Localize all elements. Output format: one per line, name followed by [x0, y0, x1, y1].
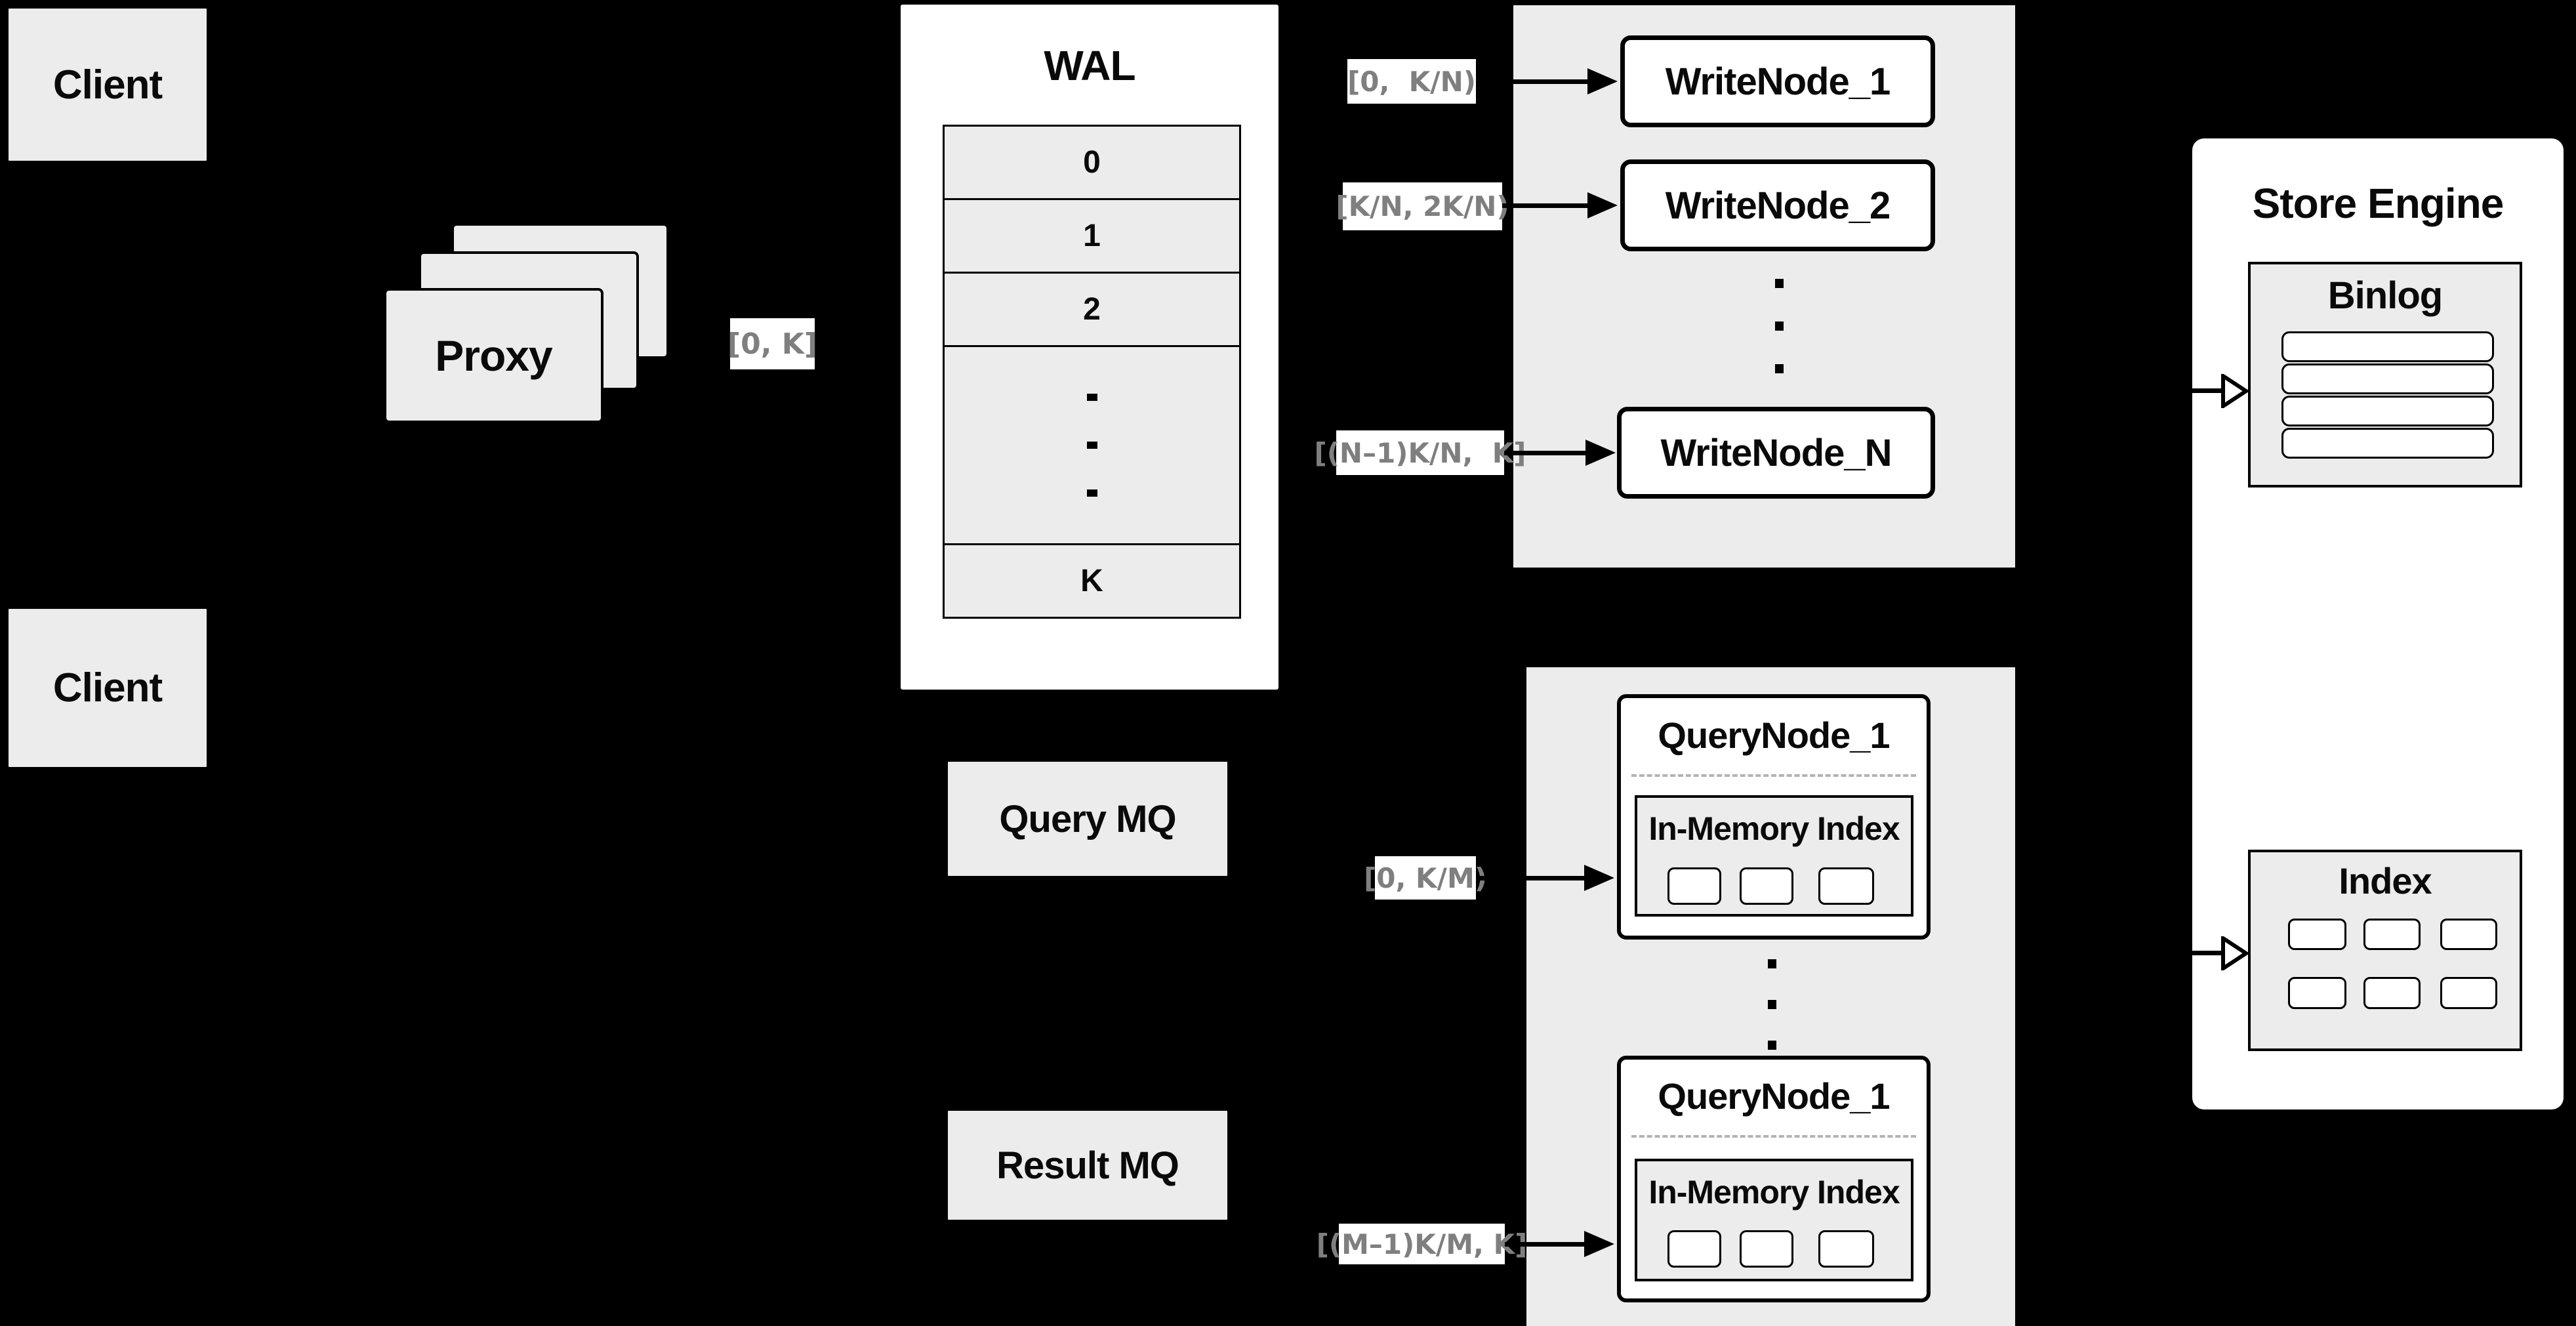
ellipsis-dot [1768, 1041, 1776, 1050]
client-bottom-label: Client [52, 665, 163, 711]
arrowhead-icon [1587, 192, 1618, 218]
wal-segment-table: 0 1 2 K [943, 125, 1241, 619]
proxy-label: Proxy [435, 331, 552, 380]
query-mq-node: Query MQ [946, 760, 1229, 878]
hollow-arrowhead-icon [2221, 374, 2249, 408]
write-range-label-1: [0, K/N) [1347, 59, 1476, 104]
query-node-2-title: QueryNode_1 [1617, 1056, 1931, 1136]
store-engine-title-text: Store Engine [2252, 180, 2504, 227]
wal-segment-row: 1 [943, 198, 1241, 274]
arrowhead-icon [1585, 440, 1616, 466]
result-mq-label: Result MQ [996, 1144, 1179, 1187]
binlog-row [2281, 428, 2494, 459]
wal-ellipsis-row [943, 345, 1241, 545]
index-segment-slot [1740, 867, 1793, 905]
dashed-divider [1631, 1135, 1916, 1138]
index-box [2248, 850, 2522, 1051]
index-title-text: Index [2339, 860, 2432, 901]
index-title: Index [2248, 854, 2522, 907]
write-range-label-n: [(N–1)K/N, K] [1315, 430, 1526, 475]
arrowhead-icon [1587, 68, 1618, 94]
index-slot [2440, 977, 2497, 1009]
write-node-1-label: WriteNode_1 [1665, 60, 1891, 103]
binlog-row [2281, 331, 2494, 362]
arrow-line [1504, 451, 1587, 455]
hollow-arrowhead-icon [2221, 936, 2249, 970]
binlog-title: Binlog [2248, 268, 2522, 323]
arrow-line [1476, 876, 1585, 881]
wal-segment-row: 2 [943, 272, 1241, 347]
write-node-2: WriteNode_2 [1620, 159, 1935, 251]
ellipsis-dot [1775, 321, 1784, 331]
index-slot [2363, 977, 2421, 1009]
index-segment-slot [1818, 1230, 1874, 1268]
ellipsis-dot [1086, 442, 1097, 449]
client-top-node: Client [7, 7, 209, 163]
index-segment-slot [1818, 867, 1874, 905]
query-mq-label: Query MQ [999, 797, 1176, 840]
arrowhead-icon [1584, 865, 1614, 891]
index-slot [2288, 919, 2346, 950]
index-slot [2288, 977, 2346, 1009]
in-memory-index-2-label: In-Memory Index [1648, 1174, 1900, 1211]
index-slot [2440, 919, 2497, 950]
query-node-1-label: QueryNode_1 [1658, 714, 1890, 756]
index-slot [2363, 919, 2421, 950]
in-memory-index-1-label: In-Memory Index [1648, 810, 1900, 847]
wal-title: WAL [899, 33, 1280, 98]
ellipsis-dot [1768, 959, 1776, 968]
ellipsis-dot [1086, 394, 1097, 401]
in-memory-index-2-title: In-Memory Index [1635, 1163, 1913, 1222]
query-range-label-1: [0, K/M) [1364, 856, 1487, 900]
wal-title-text: WAL [1044, 42, 1135, 89]
arrow-line [1502, 203, 1589, 208]
query-range-label-m: [(M–1)K/M, K] [1317, 1224, 1527, 1264]
dashed-divider [1631, 774, 1916, 777]
client-bottom-node: Client [7, 607, 209, 769]
write-range-label-2: [K/N, 2K/N) [1336, 182, 1509, 230]
ellipsis-dot [1086, 489, 1097, 497]
ellipsis-dot [1768, 1000, 1776, 1009]
in-memory-index-1-title: In-Memory Index [1635, 799, 1913, 858]
binlog-row [2281, 363, 2494, 394]
write-node-2-label: WriteNode_2 [1665, 184, 1891, 227]
write-node-n: WriteNode_N [1617, 407, 1935, 499]
arrowhead-icon [1584, 1231, 1614, 1257]
write-node-n-label: WriteNode_N [1660, 431, 1892, 474]
wal-segment-row: 0 [943, 125, 1241, 200]
result-mq-node: Result MQ [946, 1109, 1229, 1222]
wal-segment-row: K [943, 543, 1241, 619]
query-node-1-title: QueryNode_1 [1617, 694, 1931, 776]
write-node-1: WriteNode_1 [1620, 35, 1935, 127]
index-segment-slot [1667, 1230, 1721, 1268]
index-segment-slot [1667, 867, 1721, 905]
arrow-line [2132, 951, 2224, 955]
ellipsis-dot [1775, 364, 1784, 373]
store-engine-title: Store Engine [2199, 167, 2557, 239]
index-segment-slot [1740, 1230, 1793, 1268]
arrow-line [1505, 1242, 1585, 1247]
arrow-line [2132, 388, 2224, 393]
ellipsis-dot [1775, 279, 1784, 288]
query-node-2-label: QueryNode_1 [1658, 1075, 1890, 1117]
proxy-node: Proxy [384, 288, 603, 423]
client-top-label: Client [52, 62, 163, 108]
binlog-title-text: Binlog [2327, 274, 2443, 317]
arrow-line [1476, 79, 1589, 84]
proxy-range-label: [0, K] [727, 318, 817, 369]
binlog-row [2281, 396, 2494, 426]
